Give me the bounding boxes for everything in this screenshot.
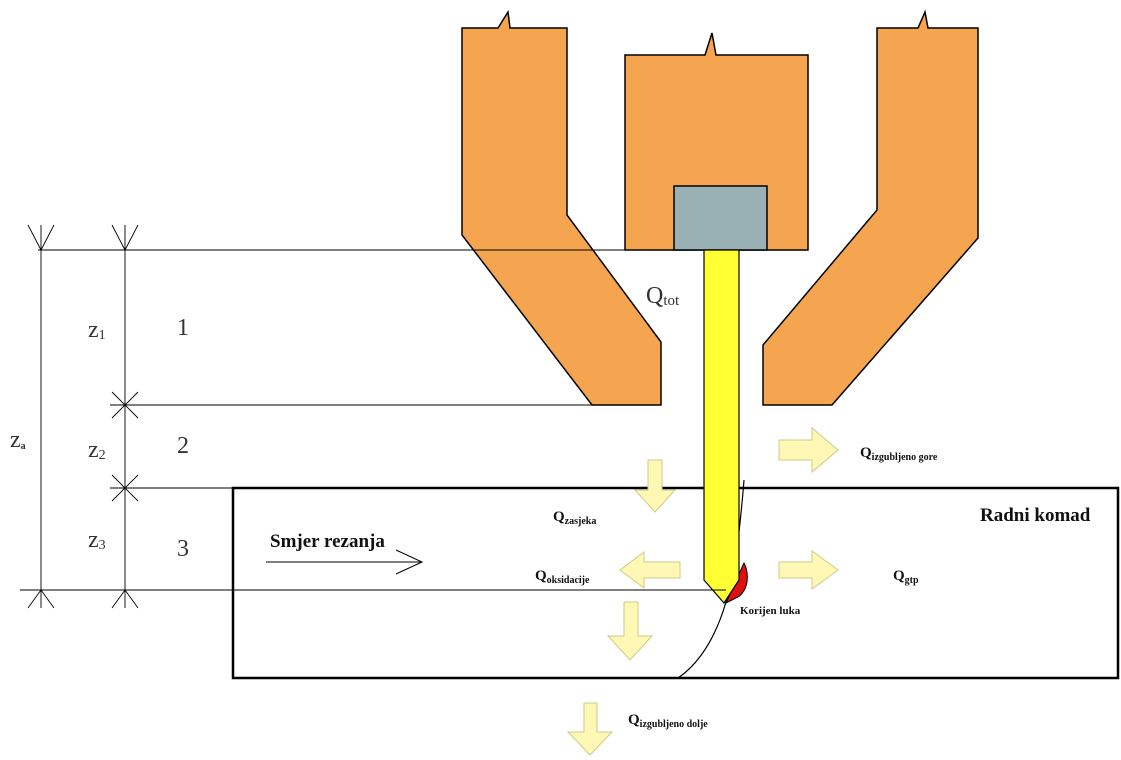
za-label: za [10, 427, 26, 453]
z3-label: z3 [88, 527, 106, 553]
heat-arrow-kerf [633, 459, 677, 513]
heat-arrow-gtp [778, 550, 839, 590]
heat-arrow-lost-down [566, 702, 614, 756]
z1-label: z1 [88, 317, 106, 343]
q-izgubljeno-dolje-label: Qizgubljeno dolje [628, 712, 708, 730]
arc-root-label: Korijen luka [740, 605, 801, 617]
dimension-lines [20, 224, 726, 609]
z2-label: z2 [88, 437, 106, 463]
q-zasjeka-label: Qzasjeka [553, 509, 596, 527]
nozzle-right-body [762, 9, 979, 406]
zone-1-number: 1 [177, 315, 189, 341]
heat-arrow-down-in-workpiece [606, 601, 654, 661]
q-izgubljeno-gore-label: Qizgubljeno gore [860, 445, 938, 463]
q-gtp-label: Qgtp [893, 568, 919, 586]
q-oksidacije-label: Qoksidacije [535, 568, 590, 586]
heat-arrow-oxidation [619, 551, 681, 589]
plasma-arc-column [703, 249, 740, 604]
electrode-tip [673, 185, 768, 251]
workpiece-label: Radni komad [980, 505, 1091, 526]
cut-direction-label: Smjer rezanja [270, 531, 385, 552]
heat-arrow-lost-up [778, 426, 839, 474]
zone-3-number: 3 [177, 536, 189, 562]
zone-2-number: 2 [177, 433, 189, 459]
cut-direction-arrow [266, 549, 424, 575]
q-tot-label: Qtot [646, 283, 680, 309]
workpiece [231, 486, 1120, 680]
nozzle-left-body [461, 9, 662, 406]
